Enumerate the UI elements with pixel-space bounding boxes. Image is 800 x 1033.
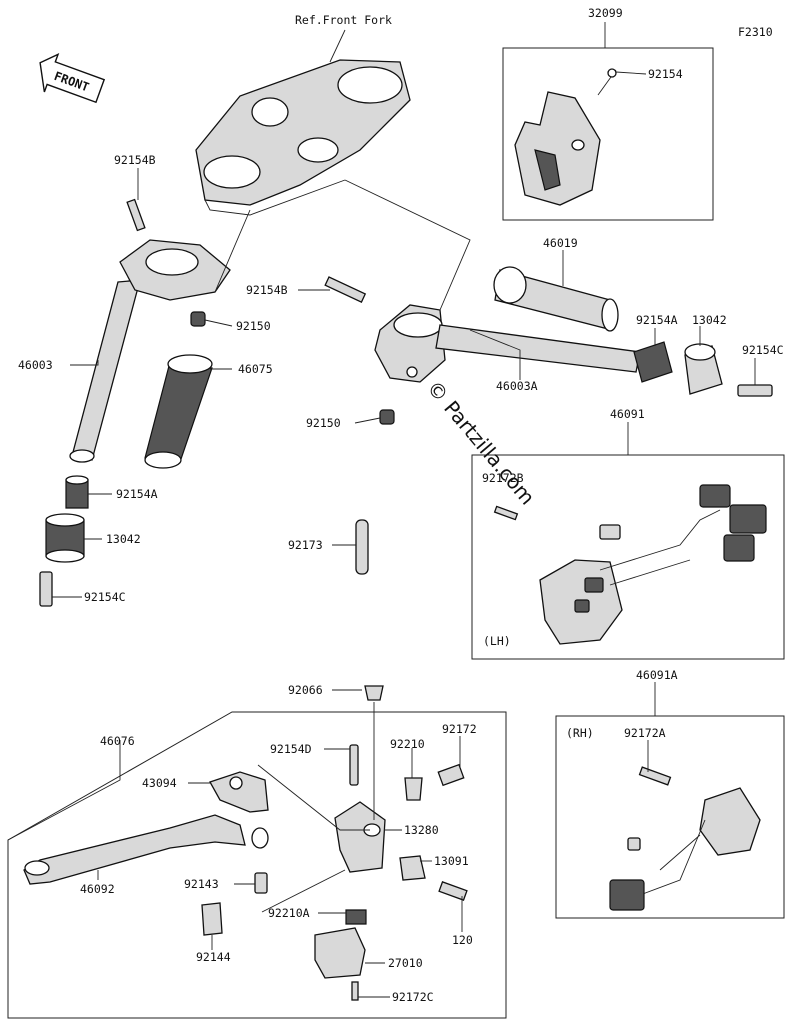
label-13091: 13091 xyxy=(434,854,469,868)
switch-housing-box xyxy=(502,47,714,221)
rh-switch xyxy=(609,766,761,911)
lh-tag: (LH) xyxy=(483,634,511,648)
front-arrow-icon: FRONT xyxy=(39,53,106,104)
left-handlebar xyxy=(69,198,231,463)
lever-assembly-box xyxy=(7,711,507,1019)
label-43094: 43094 xyxy=(142,776,177,790)
figure-code: F2310 xyxy=(738,25,773,39)
label-92150-left: 92150 xyxy=(236,319,271,333)
label-46019: 46019 xyxy=(543,236,578,250)
label-92066: 92066 xyxy=(288,683,323,697)
label-46076: 46076 xyxy=(100,734,135,748)
label-120: 120 xyxy=(452,933,473,947)
label-46075: 46075 xyxy=(238,362,273,376)
left-bar-end xyxy=(39,475,89,607)
label-46003A: 46003A xyxy=(496,379,538,393)
label-92150-mid: 92150 xyxy=(306,416,341,430)
rh-switch-box xyxy=(555,715,785,919)
label-92154C-right: 92154C xyxy=(742,343,784,357)
label-92154A-right: 92154A xyxy=(636,313,678,327)
label-92143: 92143 xyxy=(184,877,219,891)
label-32099: 32099 xyxy=(588,6,623,20)
label-27010: 27010 xyxy=(388,956,423,970)
label-92144: 92144 xyxy=(196,950,231,964)
right-bar-end xyxy=(633,341,773,397)
ref-front-fork-note: Ref.Front Fork xyxy=(295,13,392,27)
watermark: © Partzilla.com xyxy=(422,376,540,510)
label-92173: 92173 xyxy=(288,538,323,552)
upper-triple-clamp xyxy=(195,59,411,216)
left-grip xyxy=(144,354,213,469)
label-92154D: 92154D xyxy=(270,742,312,756)
label-92154A-left: 92154A xyxy=(116,487,158,501)
lever-assembly xyxy=(23,685,468,1001)
label-92154B-left: 92154B xyxy=(114,153,156,167)
leader-lines xyxy=(7,22,756,998)
label-92154C-left: 92154C xyxy=(84,590,126,604)
label-92172A: 92172A xyxy=(624,726,666,740)
label-46092: 46092 xyxy=(80,882,115,896)
label-92154-top: 92154 xyxy=(648,67,683,81)
rh-tag: (RH) xyxy=(566,726,594,740)
label-46091A: 46091A xyxy=(636,668,678,682)
right-grip xyxy=(493,266,619,332)
tool-92173 xyxy=(355,519,369,575)
label-92172C: 92172C xyxy=(392,990,434,1004)
part-labels: 32099 92154 92154B 46019 92154B 92150 92… xyxy=(18,6,784,1004)
switch-housing xyxy=(514,68,617,206)
label-46091: 46091 xyxy=(610,407,645,421)
label-13280: 13280 xyxy=(404,823,439,837)
label-92172: 92172 xyxy=(442,722,477,736)
label-92172B: 92172B xyxy=(482,471,524,485)
lh-switch xyxy=(493,484,767,645)
label-92154B-mid: 92154B xyxy=(246,283,288,297)
label-46003: 46003 xyxy=(18,358,53,372)
label-13042-left: 13042 xyxy=(106,532,141,546)
label-13042-right: 13042 xyxy=(692,313,727,327)
label-92210A: 92210A xyxy=(268,906,310,920)
label-92210: 92210 xyxy=(390,737,425,751)
